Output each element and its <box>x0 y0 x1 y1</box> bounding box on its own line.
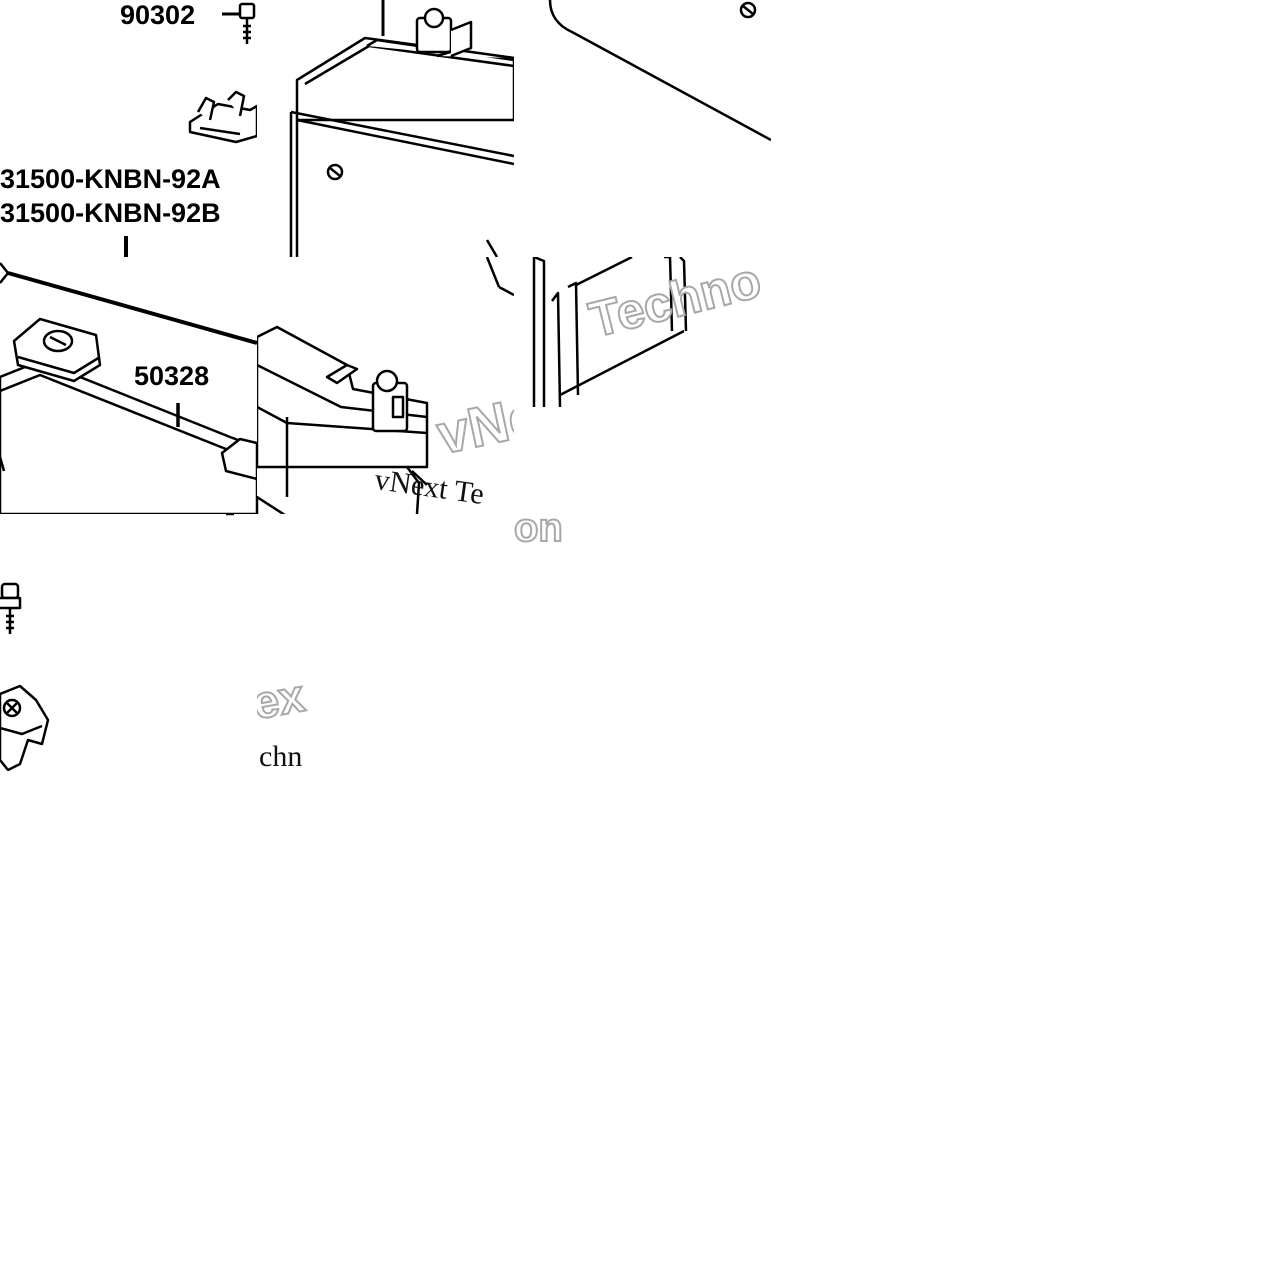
diagram-tile-top-middle <box>257 0 514 257</box>
watermark-on: on <box>514 514 564 550</box>
part-label-50328: 50328 <box>134 361 210 391</box>
part-label-31500-92b: 31500-KNBN-92B <box>0 198 221 228</box>
bolt-bracket-drawing <box>124 2 257 257</box>
watermark-chn: chn <box>259 740 303 772</box>
battery-case-drawing <box>548 0 771 142</box>
diagram-tile-middle-right: Techno <box>514 257 771 407</box>
part-label-90302: 90302 <box>120 0 196 30</box>
diagram-tile-top-right <box>514 0 771 257</box>
holder-band-drawing <box>0 262 257 514</box>
diagram-tile-fragment-ex: ex chn <box>257 678 311 771</box>
diagram-tile-center: vNe vNext Te <box>257 257 514 514</box>
battery-terminal-drawing <box>257 257 514 514</box>
diagram-tile-bottom-left <box>0 514 257 771</box>
bolt-nut-drawing <box>0 514 234 771</box>
watermark-ex: ex <box>257 678 309 730</box>
diagram-tile-middle-left: 50328 <box>0 257 257 514</box>
diagram-tile-top-left: 90302 31500-KNBN-92A 31500-KNBN-92B <box>0 0 257 257</box>
part-label-31500-92a: 31500-KNBN-92A <box>0 164 221 194</box>
battery-body-drawing <box>289 0 514 257</box>
diagram-tile-fragment-on: on <box>514 514 568 552</box>
battery-case-edge-drawing <box>532 257 688 407</box>
